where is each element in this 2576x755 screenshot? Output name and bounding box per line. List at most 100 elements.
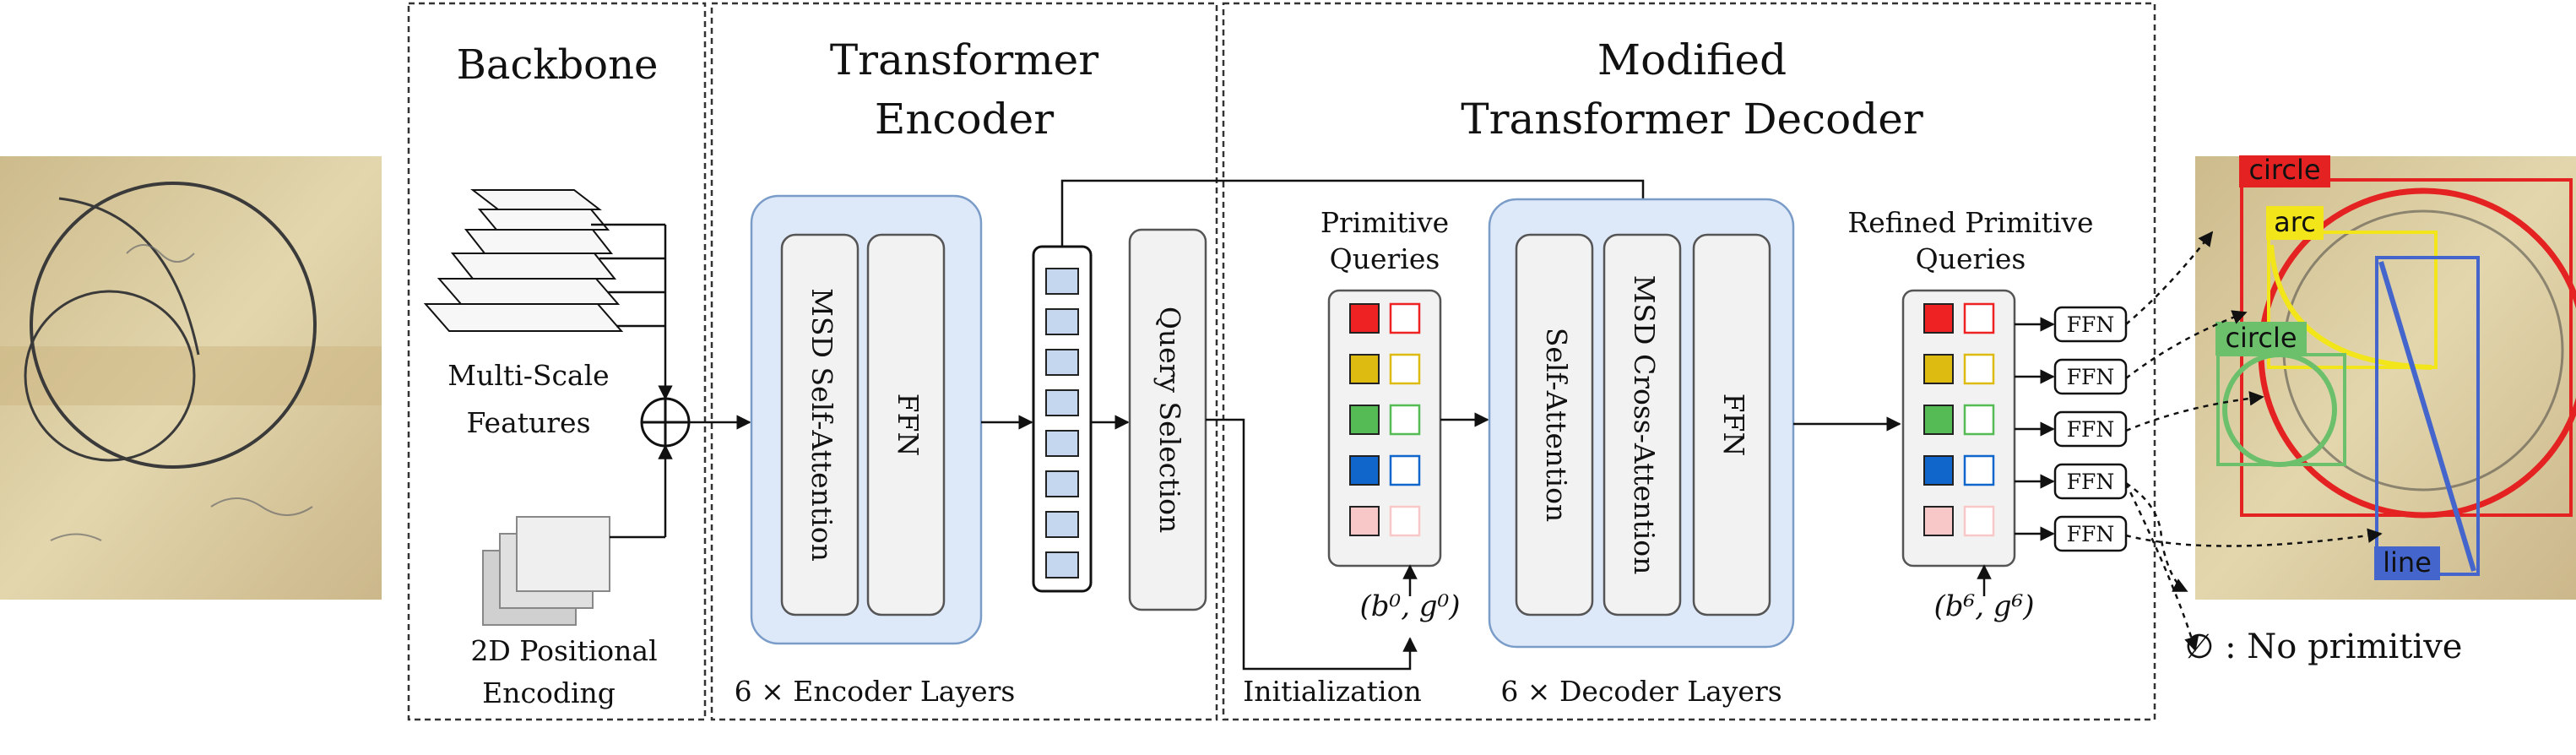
backbone-title: Backbone (457, 41, 659, 89)
token-cell (1045, 389, 1079, 416)
initial-query-rows (1349, 302, 1421, 537)
decoder-ffn-block (1692, 233, 1771, 616)
token-cell (1045, 430, 1079, 457)
decoder-title-1: Modified (1597, 35, 1787, 84)
initialization-path (1206, 418, 1418, 671)
encoder-section (710, 2, 1218, 721)
query-content-box (1963, 505, 1995, 537)
token-cell (1045, 470, 1079, 497)
ffn-head-box (2053, 463, 2128, 500)
input-arc (58, 197, 200, 356)
input-circle-small (24, 290, 196, 462)
input-circle-large (30, 182, 317, 469)
label-circle-large: circle (2248, 154, 2320, 186)
decoder-self-attention-label: Self-Attention (1540, 328, 1573, 522)
ffn-head-box (2053, 515, 2128, 552)
refined-title-1: Refined Primitive (1847, 206, 2093, 239)
positional-encoding-stack (482, 516, 610, 626)
decoder-layers-label: 6 × Decoder Layers (1500, 675, 1782, 708)
primitive-queries-title-1: Primitive (1321, 206, 1449, 239)
input-parchment (0, 156, 382, 600)
decoder-self-attention-block (1515, 233, 1594, 616)
msd-cross-attention-label: MSD Cross-Attention (1628, 275, 1661, 575)
query-anchor-box (1923, 354, 1954, 384)
refined-anchor-label: (b⁶, g⁶) (1934, 589, 2035, 623)
label-bg-circle-small (2215, 322, 2307, 356)
query-anchor-box (1923, 405, 1954, 435)
ffn-head-label: FFN (2067, 470, 2115, 494)
detected-arc (2269, 244, 2432, 370)
primitive-queries-panel (1327, 289, 1442, 568)
ffn-head-label: FFN (2067, 365, 2115, 389)
query-content-box (1963, 353, 1995, 385)
token-cells (1045, 268, 1079, 578)
query-content-box (1389, 302, 1421, 334)
query-anchor-box (1923, 506, 1954, 536)
features-label-1: Multi-Scale (447, 359, 609, 392)
msd-self-attention-block (780, 233, 860, 616)
decoder-ffn-label: FFN (1717, 394, 1750, 457)
query-anchor-box (1349, 405, 1380, 435)
decoder-section (1222, 2, 2156, 721)
query-anchor-box (1349, 303, 1380, 334)
decoder-title-2: Transformer Decoder (1461, 95, 1923, 144)
token-cell (1045, 349, 1079, 376)
initial-anchor-label: (b⁰, g⁰) (1360, 589, 1461, 623)
query-anchor-box (1349, 506, 1380, 536)
query-anchor-box (1349, 455, 1380, 486)
encoder-title-2: Encoder (875, 95, 1054, 144)
token-cell (1045, 511, 1079, 538)
ffn-head-label: FFN (2067, 312, 2115, 337)
encoder-ffn-label: FFN (892, 394, 925, 457)
msd-self-attention-label: MSD Self-Attention (805, 288, 838, 562)
refined-queries-panel (1901, 289, 2016, 568)
primitive-queries-title-2: Queries (1330, 242, 1440, 275)
label-bg-arc (2266, 206, 2324, 240)
input-image (0, 156, 382, 600)
query-content-box (1963, 454, 1995, 486)
label-circle-small: circle (2225, 322, 2297, 354)
multi-scale-features (423, 189, 624, 332)
ffn-heads: FFN FFN FFN FFN FFN (2015, 306, 2128, 552)
token-cell (1045, 551, 1079, 578)
label-bg-line (2374, 546, 2440, 580)
refined-query-rows (1923, 302, 1995, 537)
initialization-label: Initialization (1243, 675, 1421, 708)
query-content-box (1963, 302, 1995, 334)
encoder-ffn-block (866, 233, 946, 616)
token-cell (1045, 308, 1079, 335)
features-label-2: Features (466, 406, 590, 439)
label-bg-circle-large (2239, 155, 2330, 187)
sum-operator-icon (640, 397, 691, 448)
no-primitive-label: ∅ : No primitive (2185, 627, 2463, 666)
msd-cross-attention-block (1603, 233, 1682, 616)
ffn-head-box (2053, 358, 2128, 395)
detected-line (2378, 261, 2476, 572)
query-content-box (1389, 404, 1421, 436)
output-image: circle arc circle line (2195, 154, 2576, 600)
token-cell (1045, 268, 1079, 295)
bbox-arc (2267, 231, 2438, 369)
encoder-layers-label: 6 × Encoder Layers (735, 675, 1016, 708)
query-anchor-box (1923, 455, 1954, 486)
refined-title-2: Queries (1916, 242, 2026, 275)
label-line: line (2383, 546, 2432, 578)
ffn-head-label: FFN (2067, 417, 2115, 442)
query-anchor-box (1349, 354, 1380, 384)
encoder-token-column (1032, 245, 1093, 593)
query-selection-label: Query Selection (1153, 307, 1186, 533)
query-content-box (1389, 353, 1421, 385)
query-content-box (1389, 505, 1421, 537)
label-arc: arc (2274, 206, 2316, 238)
ffn-head-box (2053, 410, 2128, 448)
ffn-head-label: FFN (2067, 522, 2115, 546)
query-content-box (1389, 454, 1421, 486)
pos-label-1: 2D Positional (470, 634, 657, 667)
pos-label-2: Encoding (482, 676, 616, 709)
query-anchor-box (1923, 303, 1954, 334)
output-connectors (2124, 231, 2383, 652)
output-parchment (2195, 156, 2576, 600)
backbone-section (407, 2, 707, 721)
encoder-title-1: Transformer (830, 35, 1098, 84)
